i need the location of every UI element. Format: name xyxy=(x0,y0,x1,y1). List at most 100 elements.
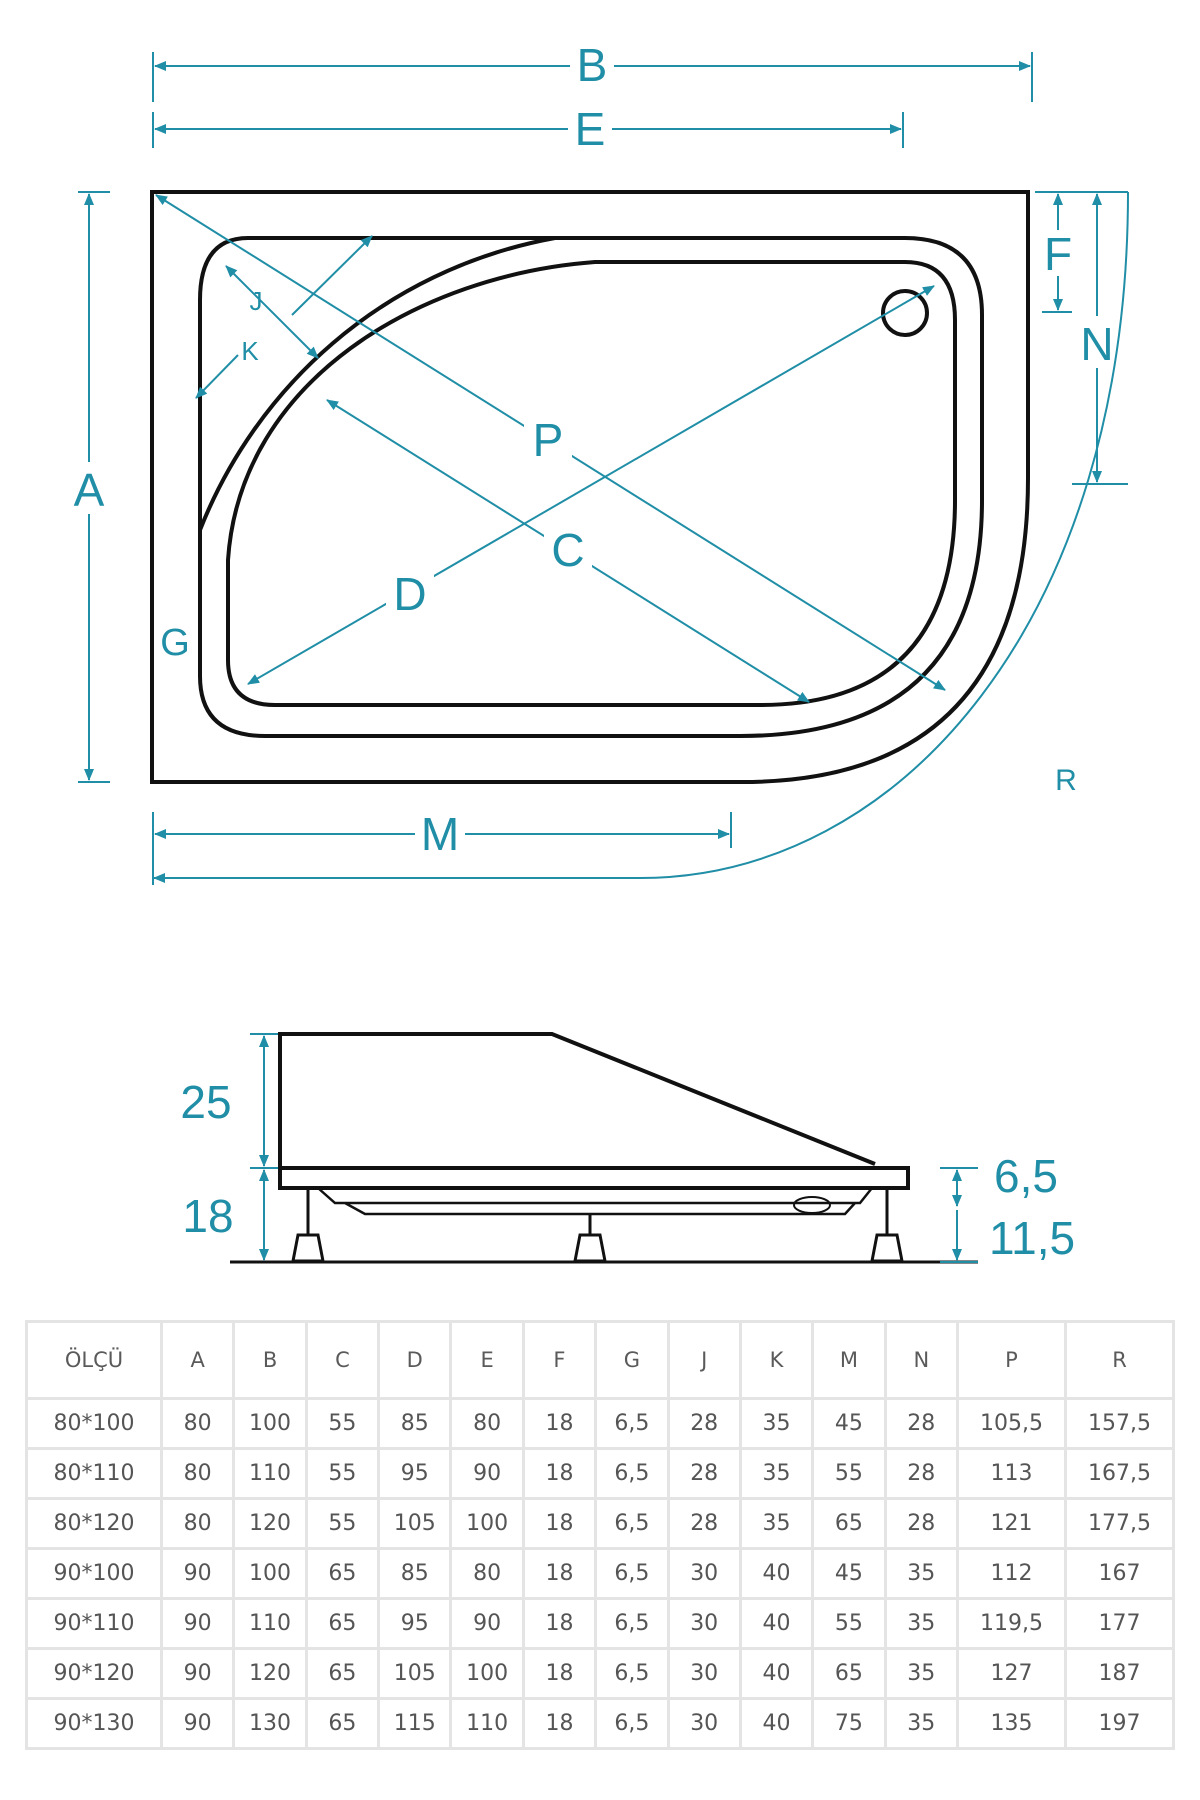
dimension-cell: 100 xyxy=(452,1650,522,1697)
size-cell: 90*110 xyxy=(28,1600,160,1647)
dimension-cell: 6,5 xyxy=(597,1450,667,1497)
shower-tray-technical-drawing: B E A F N R M P xyxy=(73,39,1129,1264)
tray-inner-rim xyxy=(198,236,984,738)
column-header: K xyxy=(741,1323,812,1397)
dimension-cell: 55 xyxy=(307,1500,378,1547)
dim-height-top-label: 25 xyxy=(180,1076,231,1128)
dim-a-label: A xyxy=(74,464,105,516)
column-header: N xyxy=(886,1323,956,1397)
dim-f-label: F xyxy=(1044,228,1072,280)
dim-n-label: N xyxy=(1080,318,1113,370)
dimension-cell: 18 xyxy=(524,1400,595,1447)
dim-j-line xyxy=(225,265,319,359)
dimension-cell: 35 xyxy=(741,1400,812,1447)
dimension-cell: 28 xyxy=(886,1400,956,1447)
dimension-cell: 90 xyxy=(452,1600,522,1647)
dimension-cell: 120 xyxy=(235,1500,305,1547)
dimension-cell: 35 xyxy=(886,1650,956,1697)
dimension-cell: 35 xyxy=(886,1600,956,1647)
dimension-cell: 187 xyxy=(1067,1650,1172,1697)
dimension-cell: 75 xyxy=(814,1700,884,1747)
column-header: R xyxy=(1067,1323,1172,1397)
dimension-cell: 90 xyxy=(452,1450,522,1497)
size-cell: 80*120 xyxy=(28,1500,160,1547)
dimension-cell: 110 xyxy=(452,1700,522,1747)
dimension-cell: 35 xyxy=(886,1700,956,1747)
dimension-cell: 6,5 xyxy=(597,1600,667,1647)
dimension-cell: 40 xyxy=(741,1550,812,1597)
dimension-cell: 127 xyxy=(959,1650,1064,1697)
dimension-cell: 6,5 xyxy=(597,1700,667,1747)
dimension-cell: 45 xyxy=(814,1550,884,1597)
dimension-cell: 167,5 xyxy=(1067,1450,1172,1497)
column-header: E xyxy=(452,1323,522,1397)
column-header: P xyxy=(959,1323,1064,1397)
dimension-cell: 30 xyxy=(669,1700,739,1747)
size-cell: 80*100 xyxy=(28,1400,160,1447)
dimension-cell: 105 xyxy=(380,1650,450,1697)
dimension-cell: 35 xyxy=(886,1550,956,1597)
dimension-cell: 6,5 xyxy=(597,1500,667,1547)
dimension-cell: 18 xyxy=(524,1450,595,1497)
dimension-cell: 95 xyxy=(380,1600,450,1647)
tray-basin-floor xyxy=(226,260,957,707)
dimension-cell: 100 xyxy=(235,1400,305,1447)
dimension-cell: 65 xyxy=(307,1650,378,1697)
size-cell: 80*110 xyxy=(28,1450,160,1497)
dimension-cell: 115 xyxy=(380,1700,450,1747)
dim-j-pointer xyxy=(291,235,373,316)
dimension-cell: 55 xyxy=(814,1600,884,1647)
dimension-cell: 65 xyxy=(307,1600,378,1647)
dimension-cell: 65 xyxy=(307,1700,378,1747)
dimension-cell: 40 xyxy=(741,1700,812,1747)
dim-r-arc xyxy=(153,191,1129,883)
dimension-cell: 65 xyxy=(814,1650,884,1697)
dimension-cell: 18 xyxy=(524,1500,595,1547)
dimension-cell: 120 xyxy=(235,1650,305,1697)
dimension-cell: 90 xyxy=(163,1550,233,1597)
dimension-cell: 130 xyxy=(235,1700,305,1747)
column-header: D xyxy=(380,1323,450,1397)
dimension-cell: 28 xyxy=(886,1450,956,1497)
size-cell: 90*120 xyxy=(28,1650,160,1697)
dimension-cell: 45 xyxy=(814,1400,884,1447)
dim-b-label: B xyxy=(577,39,608,91)
dimension-cell: 28 xyxy=(669,1500,739,1547)
dimension-cell: 105,5 xyxy=(959,1400,1064,1447)
dimension-cell: 28 xyxy=(669,1400,739,1447)
dimension-cell: 110 xyxy=(235,1450,305,1497)
dimension-cell: 18 xyxy=(524,1600,595,1647)
dimension-cell: 80 xyxy=(163,1450,233,1497)
column-header: G xyxy=(597,1323,667,1397)
dimension-cell: 55 xyxy=(307,1400,378,1447)
dimension-cell: 90 xyxy=(163,1650,233,1697)
dimension-cell: 85 xyxy=(380,1550,450,1597)
dimension-cell: 113 xyxy=(959,1450,1064,1497)
dim-rim-lower-label: 11,5 xyxy=(989,1212,1075,1264)
dimension-cell: 30 xyxy=(669,1650,739,1697)
drain-icon xyxy=(881,289,929,337)
dimension-cell: 28 xyxy=(669,1450,739,1497)
dimension-cell: 157,5 xyxy=(1067,1400,1172,1447)
dimension-cell: 100 xyxy=(452,1500,522,1547)
side-view: 25 18 6,5 11,5 xyxy=(180,1032,1075,1264)
dimension-cell: 135 xyxy=(959,1700,1064,1747)
column-header: C xyxy=(307,1323,378,1397)
dimension-cell: 90 xyxy=(163,1700,233,1747)
dim-d-label: D xyxy=(393,568,426,620)
tray-outer-outline xyxy=(150,190,1030,784)
dimension-cell: 85 xyxy=(380,1400,450,1447)
dim-k-label: K xyxy=(241,336,259,366)
dimension-cell: 119,5 xyxy=(959,1600,1064,1647)
dimension-cell: 80 xyxy=(452,1400,522,1447)
dimension-cell: 18 xyxy=(524,1700,595,1747)
column-header: B xyxy=(235,1323,305,1397)
column-header: F xyxy=(524,1323,595,1397)
dimension-cell: 35 xyxy=(741,1500,812,1547)
